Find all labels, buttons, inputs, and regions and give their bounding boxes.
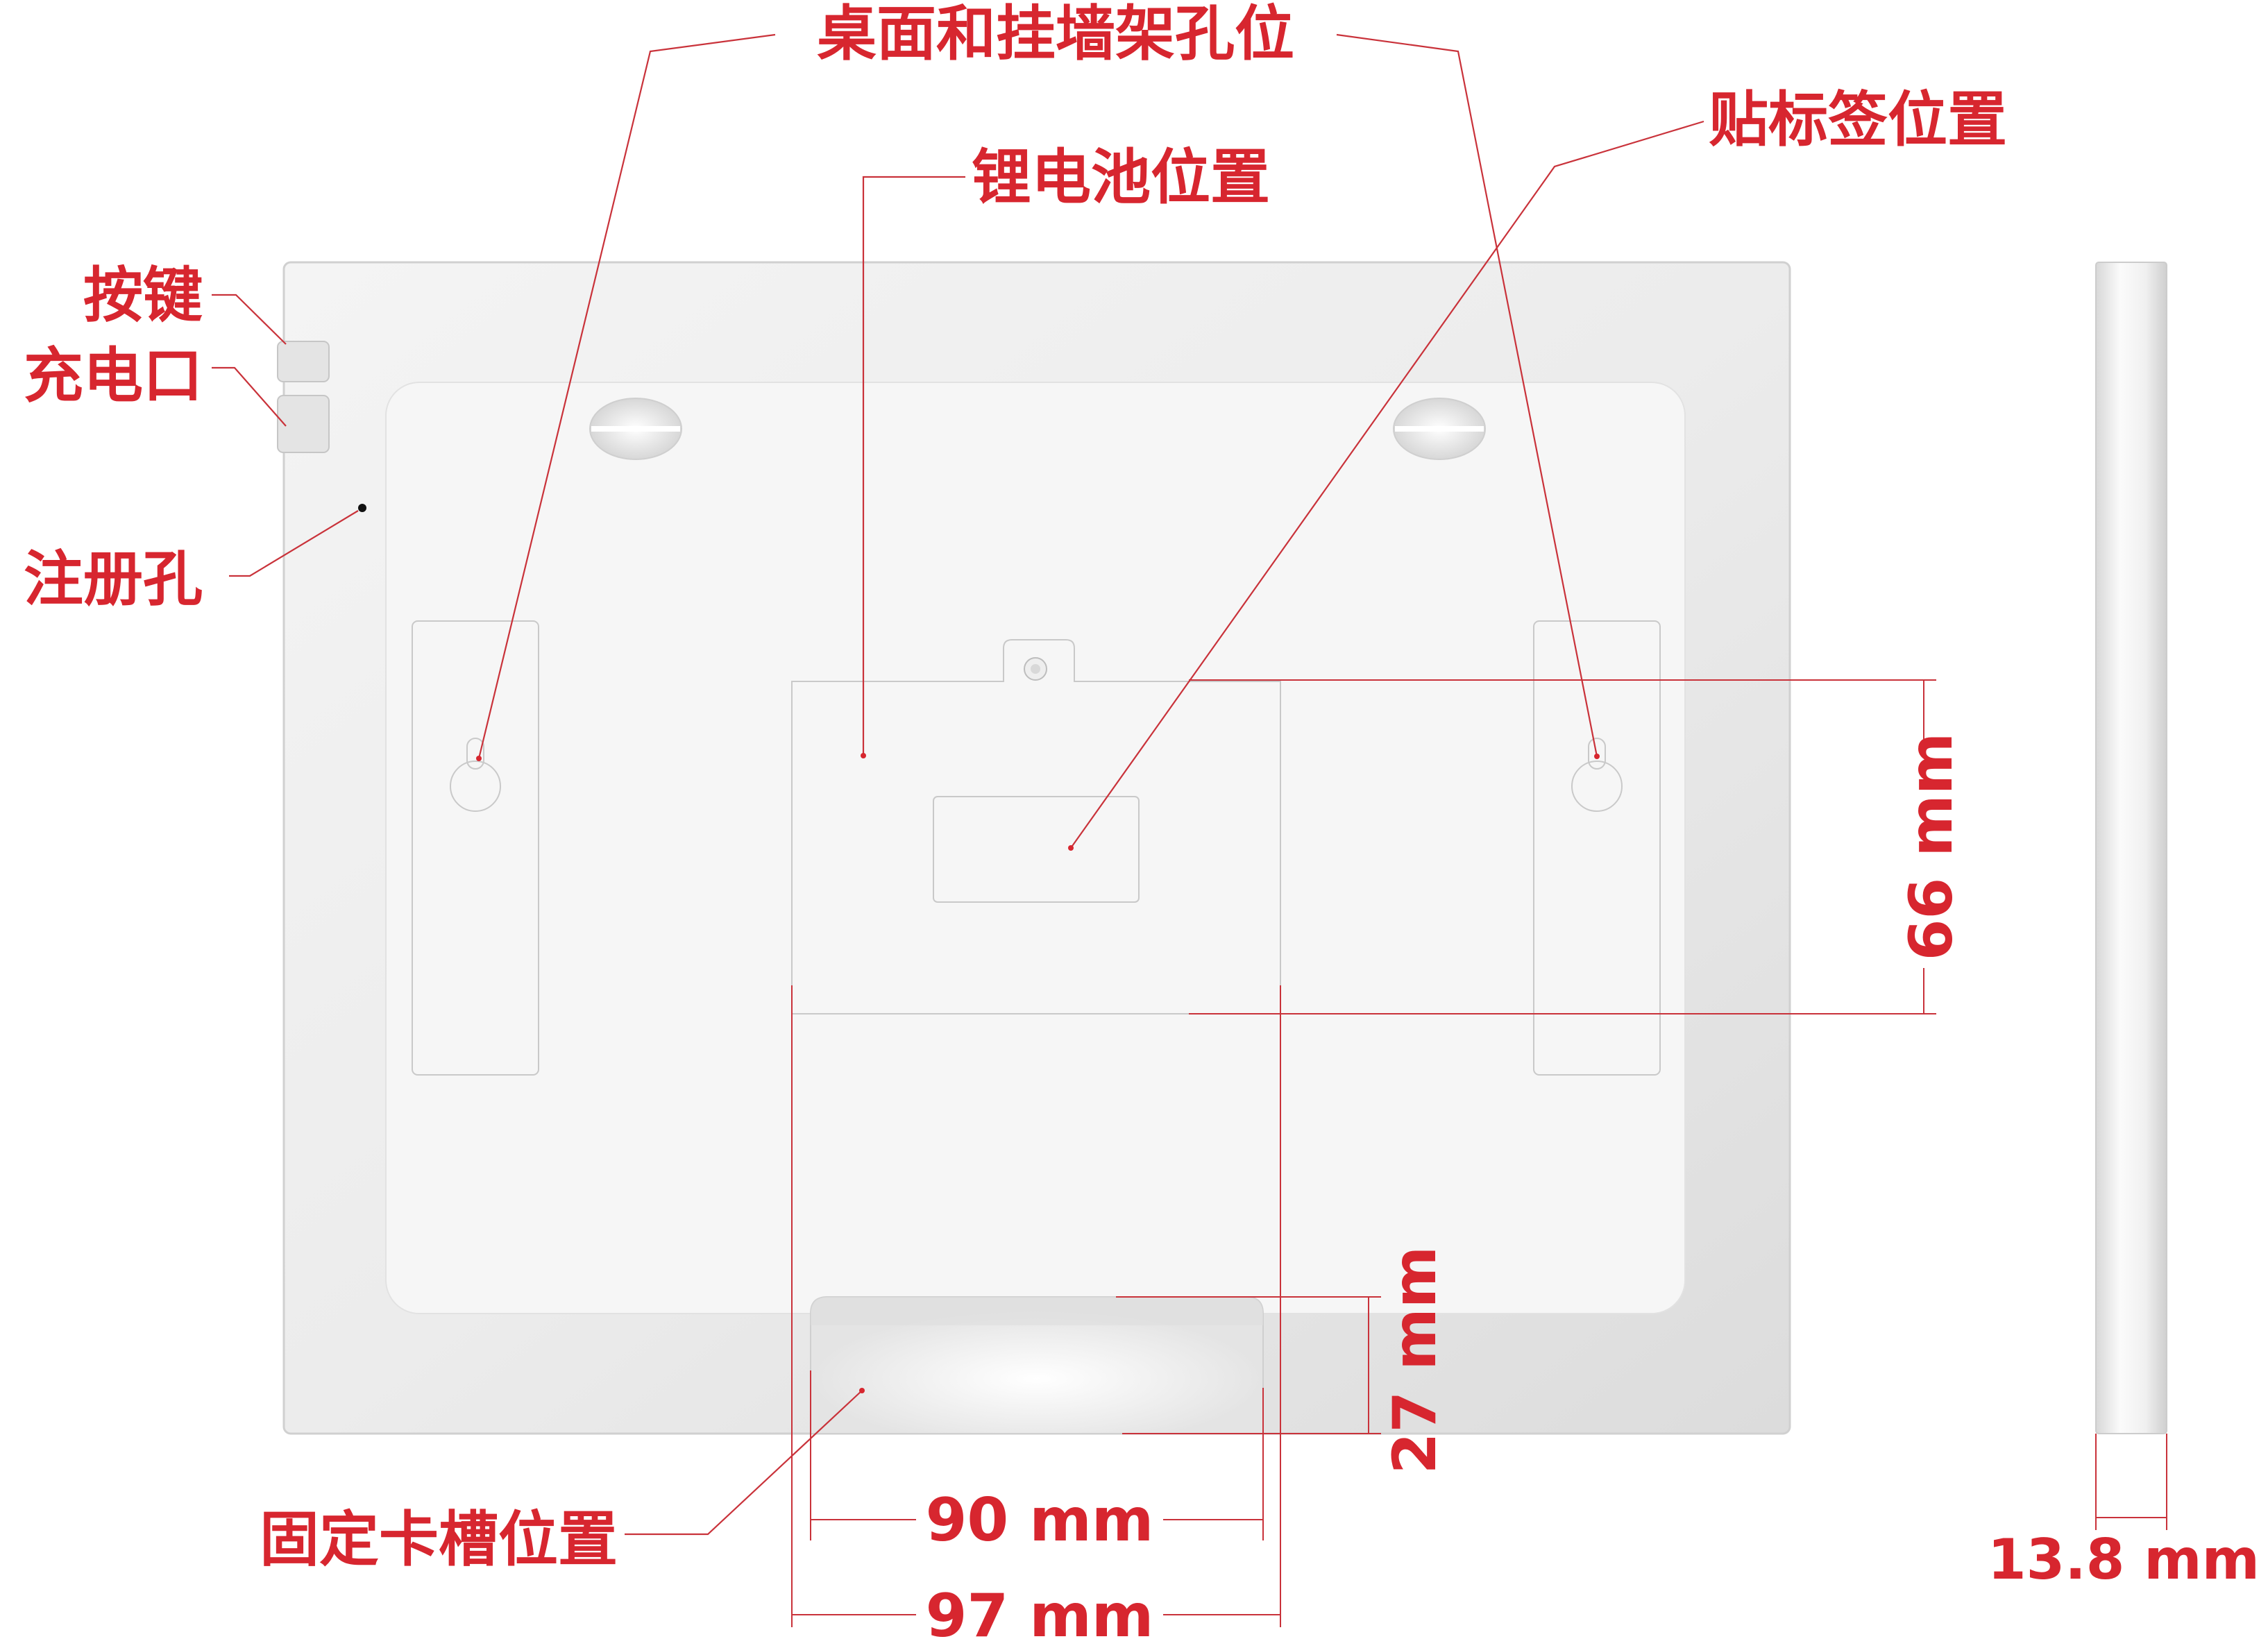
charge-port <box>277 395 330 453</box>
label-battery: 锂电池位置 <box>972 143 1270 212</box>
register-hole <box>358 504 366 512</box>
side-buttons <box>277 341 366 512</box>
mount-rail-left <box>412 620 539 1076</box>
dimension-lines <box>791 679 2167 1627</box>
label-sticker: 贴标签位置 <box>1709 85 2007 155</box>
device-back <box>282 261 1791 1435</box>
back-panel <box>385 382 1686 1314</box>
battery-cover <box>791 639 1281 1014</box>
dim-27mm: 27 mm <box>1380 1246 1450 1475</box>
leader-lines <box>212 33 1704 1536</box>
label-button: 按键 <box>83 261 203 330</box>
sticker-area <box>933 796 1140 903</box>
stand-slot <box>810 1296 1264 1434</box>
mount-rails <box>412 620 1661 1076</box>
dim-66mm: 66 mm <box>1897 733 1966 961</box>
label-register-hole: 注册孔 <box>24 545 203 614</box>
keyhole-left <box>450 761 501 812</box>
dim-90mm: 90 mm <box>926 1486 1154 1555</box>
label-charge-port: 充电口 <box>24 341 203 411</box>
side-profile <box>2095 262 2167 1434</box>
dim-thickness: 13.8 mm <box>1988 1527 2260 1592</box>
mount-rail-right <box>1533 620 1661 1076</box>
rubber-feet <box>589 398 1486 460</box>
label-mount-holes: 桌面和挂墙架孔位 <box>817 0 1294 69</box>
button-key <box>277 341 330 382</box>
annotation-labels: 桌面和挂墙架孔位 锂电池位置 贴标签位置 按键 充电口 注册孔 固定卡槽位置 6… <box>24 0 2260 1639</box>
keyhole-right <box>1571 761 1623 812</box>
dim-97mm: 97 mm <box>926 1581 1154 1639</box>
label-slot: 固定卡槽位置 <box>260 1505 618 1574</box>
